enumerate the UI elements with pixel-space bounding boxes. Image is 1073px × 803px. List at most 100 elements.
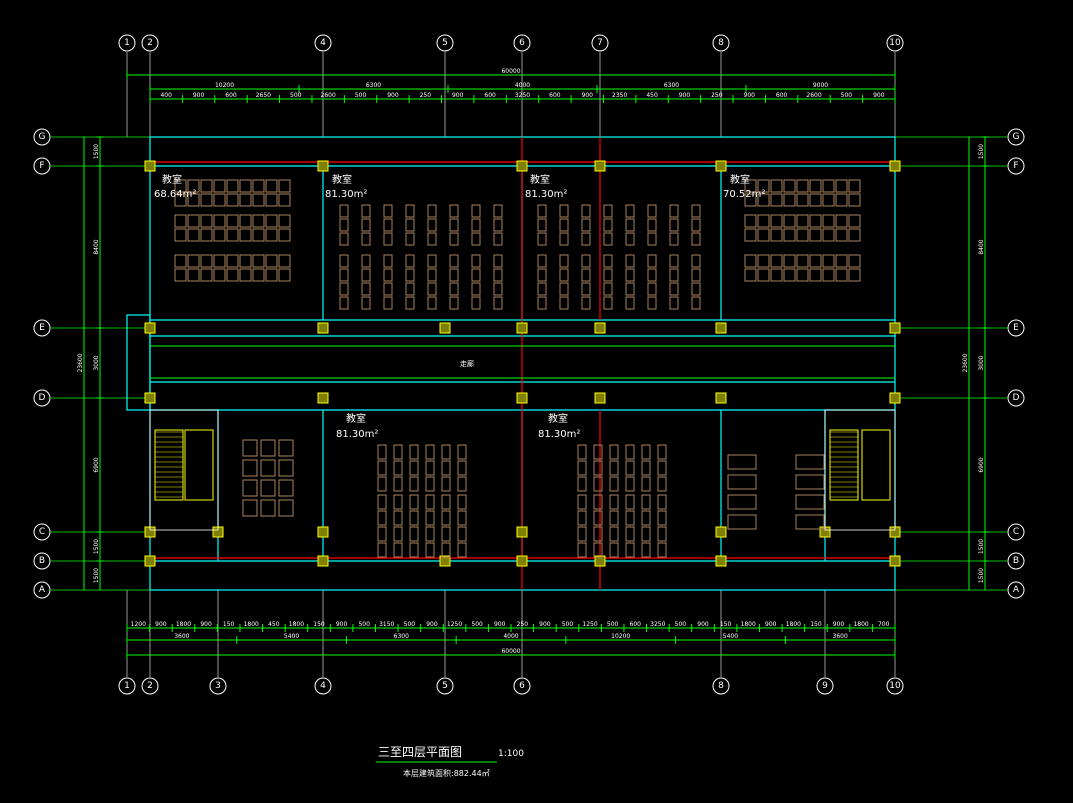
grid-label: 5 <box>442 681 448 691</box>
desk <box>409 526 419 542</box>
grid-label: 6 <box>519 38 525 48</box>
desk <box>657 494 667 510</box>
desk <box>260 459 276 477</box>
desk <box>744 179 757 193</box>
dimension-text: 900 <box>679 92 691 99</box>
desk <box>377 542 387 558</box>
dimension-text: 3000 <box>93 355 100 370</box>
column <box>516 392 528 404</box>
desk <box>339 254 349 268</box>
dimension-text: 6900 <box>93 457 100 472</box>
desk <box>609 510 619 526</box>
dimension-text: 900 <box>873 92 885 99</box>
desk <box>795 454 825 470</box>
desk <box>625 542 635 558</box>
desk <box>252 254 265 268</box>
desk <box>427 218 437 232</box>
desk <box>609 444 619 460</box>
desk <box>471 268 481 282</box>
desk <box>278 439 294 457</box>
dimension-text: 150 <box>313 621 325 628</box>
desk <box>200 228 213 242</box>
grid-bubble <box>436 34 454 52</box>
dimension-text: 1500 <box>93 568 100 583</box>
dimension-text: 500 <box>562 621 574 628</box>
dimension-text: 900 <box>193 92 205 99</box>
grid-label: 4 <box>320 681 326 691</box>
dimension-text: 1200 <box>131 621 146 628</box>
column <box>715 160 727 172</box>
dimension-text: 900 <box>744 92 756 99</box>
grid-label: A <box>39 585 46 595</box>
dimension-text: 450 <box>646 92 658 99</box>
desk <box>783 179 796 193</box>
grid-label: 1 <box>124 38 130 48</box>
column <box>889 322 901 334</box>
desk <box>239 214 252 228</box>
desk <box>603 296 613 310</box>
dimension-text: 600 <box>630 621 642 628</box>
desk <box>383 254 393 268</box>
dimension-text: 900 <box>833 621 845 628</box>
desk <box>577 476 587 492</box>
desk <box>625 282 635 296</box>
desk <box>744 254 757 268</box>
dimension-text: 5400 <box>723 633 738 640</box>
dimension-text: 10200 <box>611 633 630 640</box>
column <box>144 392 156 404</box>
room-area: 68.64m² <box>154 189 196 200</box>
dimension-text: 900 <box>426 621 438 628</box>
grid-label: 5 <box>442 38 448 48</box>
room-area: 70.52m² <box>723 189 765 200</box>
dimension-text: 5400 <box>284 633 299 640</box>
desk <box>449 268 459 282</box>
grid-bubble <box>118 677 136 695</box>
grid-bubble <box>1007 128 1025 146</box>
desk <box>393 526 403 542</box>
desk <box>174 268 187 282</box>
desk <box>625 268 635 282</box>
column <box>317 160 329 172</box>
grid-bubble <box>436 677 454 695</box>
desk <box>278 479 294 497</box>
dimension-text: 250 <box>420 92 432 99</box>
desk <box>669 254 679 268</box>
grid-label: D <box>1013 393 1020 403</box>
dimension-text: 10200 <box>215 82 234 89</box>
dimension-text: 500 <box>404 621 416 628</box>
dimension-text: 500 <box>607 621 619 628</box>
column <box>144 160 156 172</box>
desk <box>493 254 503 268</box>
column <box>594 160 606 172</box>
desk <box>242 499 258 517</box>
desk <box>757 228 770 242</box>
desk <box>835 193 848 207</box>
desk <box>361 218 371 232</box>
dimension-text: 9000 <box>813 82 828 89</box>
column <box>715 526 727 538</box>
grid-bubble <box>1007 389 1025 407</box>
column <box>594 392 606 404</box>
grid-bubble <box>712 677 730 695</box>
desk <box>361 296 371 310</box>
desk <box>809 193 822 207</box>
desk <box>457 494 467 510</box>
desk <box>174 179 187 193</box>
desk <box>848 214 861 228</box>
desk <box>848 179 861 193</box>
dimension-text: 900 <box>200 621 212 628</box>
dimension-text: 4000 <box>503 633 518 640</box>
title-block: 三至四层平面图 1:100 本层建筑面积:882.44㎡ <box>376 745 524 778</box>
drawing-title: 三至四层平面图 <box>378 745 462 759</box>
dimension-text: 500 <box>675 621 687 628</box>
dimension-text: 250 <box>517 621 529 628</box>
room-name: 教室 <box>548 412 568 425</box>
desk <box>339 296 349 310</box>
desk <box>647 232 657 246</box>
dimension-text: 1500 <box>978 539 985 554</box>
column <box>715 555 727 567</box>
grid-label: 8 <box>718 681 724 691</box>
desk <box>641 476 651 492</box>
desk <box>427 204 437 218</box>
desk <box>641 510 651 526</box>
